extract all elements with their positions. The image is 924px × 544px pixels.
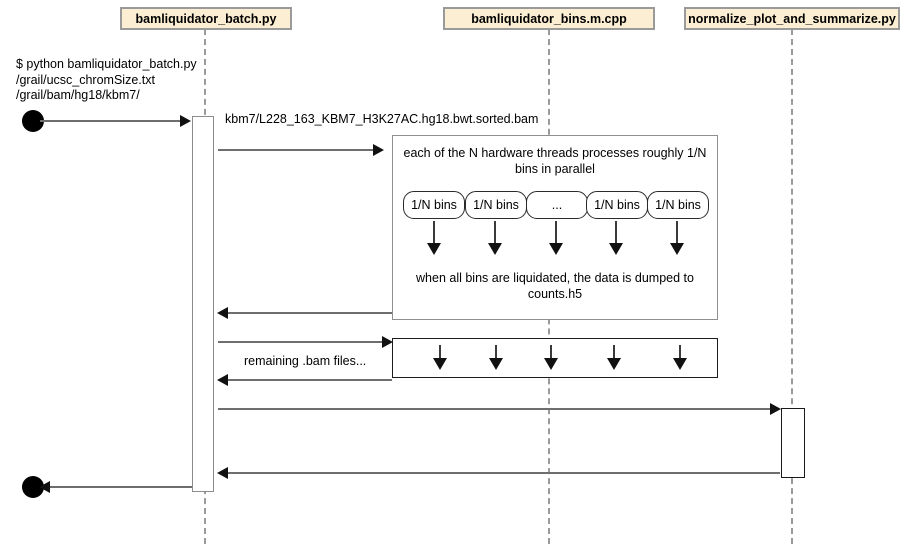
- bin-pill-label: 1/N bins: [594, 198, 640, 212]
- bin-pill: 1/N bins: [465, 191, 527, 219]
- remaining-down-arrow-head: [544, 358, 558, 370]
- remaining-down-arrow-head: [607, 358, 621, 370]
- bin-pill: 1/N bins: [586, 191, 648, 219]
- message-arrowhead-remaining-return: [217, 374, 228, 386]
- bin-pill-label: 1/N bins: [473, 198, 519, 212]
- remaining-down-arrow-line: [550, 345, 552, 361]
- message-arrowhead-finish: [39, 481, 50, 493]
- fragment-bottom-text-parallel: when all bins are liquidated, the data i…: [416, 271, 694, 301]
- message-line-remaining-return: [228, 379, 392, 381]
- bin-down-arrow-line: [676, 221, 678, 246]
- message-line-first-bam-return: [228, 312, 392, 314]
- activation-bar-batch: [192, 116, 214, 492]
- message-line-start: [40, 120, 180, 122]
- actor-end-dot: [22, 476, 44, 498]
- remaining-down-arrow-head: [433, 358, 447, 370]
- activation-bar-normalize: [781, 408, 805, 478]
- message-line-first-bam: [218, 149, 373, 151]
- participant-label-bins: bamliquidator_bins.m.cpp: [471, 12, 627, 26]
- participant-header-batch[interactable]: bamliquidator_batch.py: [120, 7, 292, 30]
- message-arrowhead-first-bam: [373, 144, 384, 156]
- fragment-top-text-parallel: each of the N hardware threads processes…: [403, 146, 707, 176]
- bin-down-arrow-head: [670, 243, 684, 255]
- participant-header-bins[interactable]: bamliquidator_bins.m.cpp: [443, 7, 655, 30]
- message-arrowhead-normalize-call: [770, 403, 781, 415]
- remaining-down-arrow-line: [613, 345, 615, 361]
- bin-down-arrow-head: [609, 243, 623, 255]
- bin-down-arrow-line: [494, 221, 496, 246]
- remaining-down-arrow-line: [439, 345, 441, 361]
- bin-down-arrow-head: [549, 243, 563, 255]
- bin-down-arrow-line: [615, 221, 617, 246]
- remaining-down-arrow-line: [495, 345, 497, 361]
- message-arrowhead-normalize-return: [217, 467, 228, 479]
- remaining-down-arrow-line: [679, 345, 681, 361]
- bin-down-arrow-head: [427, 243, 441, 255]
- remaining-down-arrow-head: [673, 358, 687, 370]
- message-arrowhead-remaining: [382, 336, 393, 348]
- bin-pill: ...: [526, 191, 588, 219]
- bin-down-arrow-head: [488, 243, 502, 255]
- message-arrowhead-first-bam-return: [217, 307, 228, 319]
- participant-label-batch: bamliquidator_batch.py: [135, 12, 277, 26]
- message-line-remaining: [218, 341, 382, 343]
- participant-label-normalize: normalize_plot_and_summarize.py: [688, 12, 896, 26]
- bin-down-arrow-line: [555, 221, 557, 246]
- participant-header-normalize[interactable]: normalize_plot_and_summarize.py: [684, 7, 900, 30]
- message-label-first-bam: kbm7/L228_163_KBM7_H3K27AC.hg18.bwt.sort…: [225, 112, 539, 126]
- bin-pill-label: 1/N bins: [655, 198, 701, 212]
- message-line-normalize-call: [218, 408, 770, 410]
- message-arrowhead-start: [180, 115, 191, 127]
- message-line-normalize-return: [228, 472, 780, 474]
- message-line-finish: [50, 486, 192, 488]
- command-text: $ python bamliquidator_batch.py /grail/u…: [16, 57, 197, 102]
- remaining-down-arrow-head: [489, 358, 503, 370]
- lifeline-normalize: [791, 29, 793, 544]
- bin-down-arrow-line: [433, 221, 435, 246]
- bin-pill: 1/N bins: [403, 191, 465, 219]
- bin-pill-label: ...: [551, 198, 563, 212]
- bin-pill: 1/N bins: [647, 191, 709, 219]
- bin-pill-label: 1/N bins: [411, 198, 457, 212]
- actor-start-dot: [22, 110, 44, 132]
- message-label-remaining: remaining .bam files...: [244, 354, 367, 368]
